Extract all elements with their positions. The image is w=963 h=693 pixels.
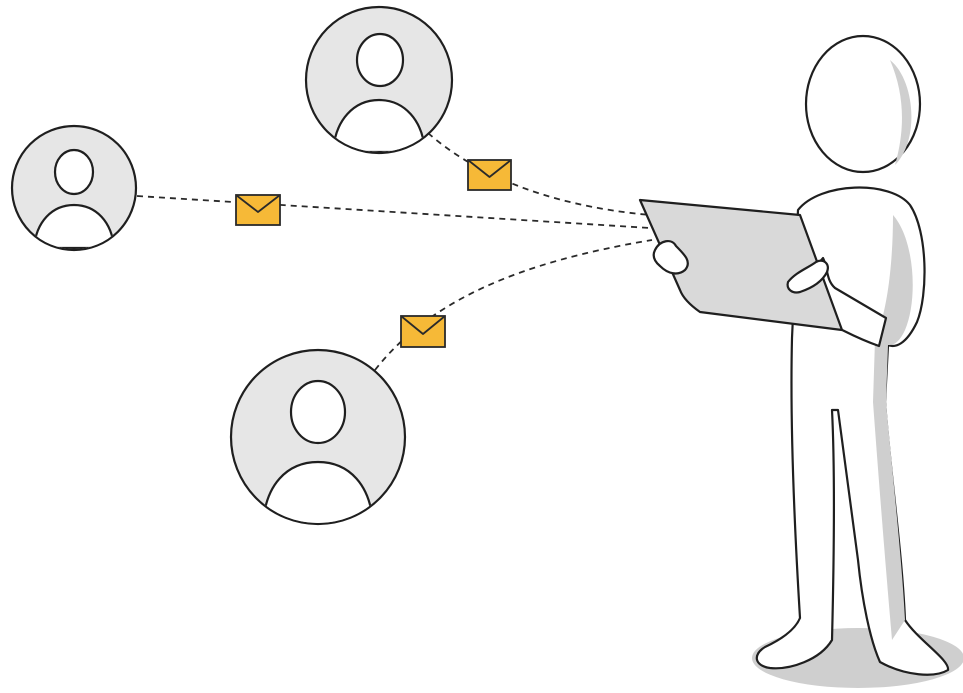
envelope-icon	[467, 159, 512, 191]
avatar-head	[355, 32, 405, 88]
tablet-icon	[638, 198, 844, 332]
contact-avatar-left	[10, 124, 138, 252]
connection-line-top	[427, 132, 651, 216]
connection-lines	[136, 132, 653, 371]
person-right-hand	[786, 259, 829, 294]
person-head	[804, 34, 922, 174]
connection-line-bottom	[374, 239, 653, 371]
user-avatar-icon	[331, 98, 427, 152]
avatar-head	[289, 379, 347, 445]
head-shading	[890, 60, 912, 165]
user-avatar-icon	[32, 203, 116, 249]
user-avatar-icon	[261, 460, 375, 523]
avatar-head	[53, 148, 95, 196]
envelope-icon	[235, 194, 281, 226]
connection-line-left	[136, 195, 651, 229]
person-left-hand	[652, 240, 689, 275]
contact-avatar-bottom	[229, 348, 407, 526]
envelope-icon	[400, 315, 446, 348]
contact-avatar-top	[304, 5, 454, 155]
person-figure	[638, 34, 963, 688]
